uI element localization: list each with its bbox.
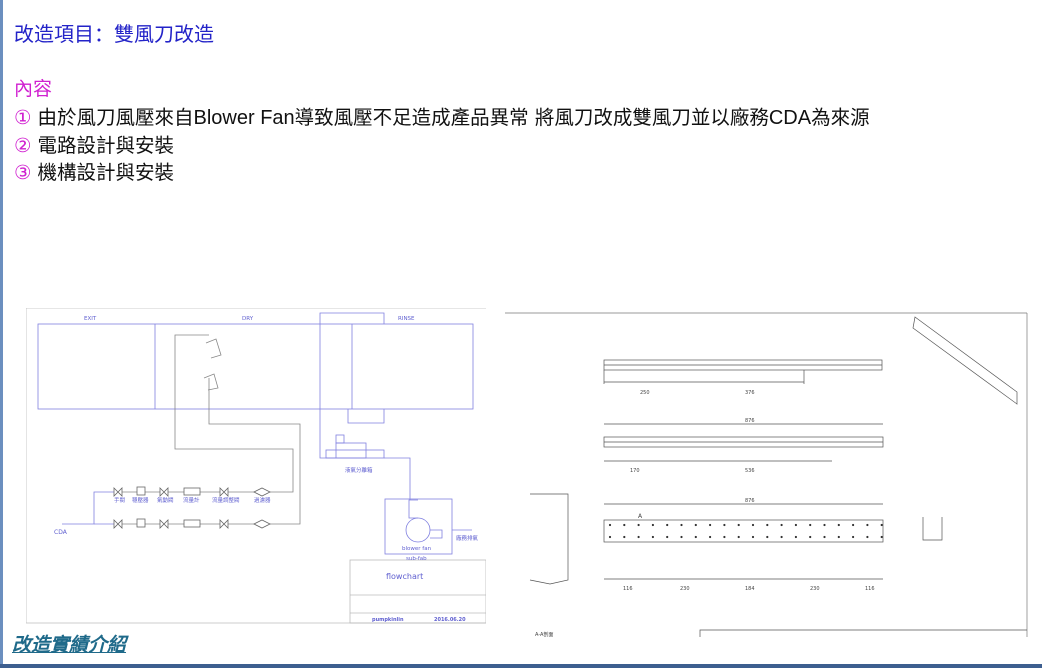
hole-mark [766, 523, 769, 527]
hole-mark [837, 535, 840, 539]
hole-mark [694, 523, 697, 527]
hole-mark [737, 523, 740, 527]
title-block-text: flowchart [386, 572, 423, 581]
hole-mark [666, 523, 669, 527]
hole-mark [852, 535, 855, 539]
dimension-label: 376 [745, 390, 755, 396]
hole-mark [794, 523, 797, 527]
page-title: 改造項目：雙風刀改造 [14, 22, 214, 46]
achievements-link[interactable]: 改造實績介紹 [12, 634, 127, 656]
hole-mark [709, 523, 712, 527]
hole-mark [780, 535, 783, 539]
hole-mark [608, 535, 612, 539]
valve-label: 氣動閥 [157, 496, 174, 504]
hole-mark [680, 535, 683, 539]
author-text: pumpkinlin [372, 617, 404, 623]
zone-label: EXIT [84, 316, 97, 322]
item-text: 電路設計與安裝 [37, 134, 174, 157]
dimension-label: 250 [640, 390, 650, 396]
item-text: 機構設計與安裝 [37, 161, 174, 184]
hole-mark [809, 523, 812, 527]
dimension-label: 230 [680, 586, 690, 592]
dimension-label: 230 [810, 586, 820, 592]
hole-mark [780, 523, 783, 527]
item-text: 由於風刀風壓來自 [37, 106, 194, 129]
left-border [0, 0, 3, 668]
section-view-label: A-A剖面 [535, 631, 553, 638]
cda-label: CDA [54, 529, 68, 536]
fan-label: blower fan [402, 546, 432, 552]
hole-mark [694, 535, 697, 539]
hole-mark [751, 523, 755, 527]
hole-mark [709, 535, 712, 539]
hole-mark [666, 535, 669, 539]
hole-mark [823, 523, 826, 527]
section-mark: A [638, 513, 643, 520]
section-label: 內容 [14, 78, 53, 100]
dimension-label: 184 [745, 586, 755, 592]
item-number: ③ [14, 161, 32, 184]
item-number: ① [14, 106, 32, 129]
hole-mark [866, 535, 869, 539]
item-text: 導致風壓不足造成產品異常 將風刀改成雙風刀並以廠務 [294, 106, 769, 129]
zone-label: RINSE [398, 316, 415, 322]
date-text: 2016.06.20 [434, 617, 466, 623]
hole-mark [608, 523, 612, 527]
dimension-label: 876 [745, 498, 755, 504]
valve-label: 流量計 [183, 496, 200, 504]
bottom-border [0, 664, 1042, 668]
hole-mark [637, 535, 640, 539]
hole-mark [623, 523, 626, 527]
hole-mark [723, 523, 726, 527]
subfab-label: sub-fab [406, 556, 427, 562]
hole-mark [637, 523, 640, 527]
hole-mark [837, 523, 840, 527]
hole-mark [766, 535, 769, 539]
item-number: ② [14, 134, 32, 157]
hole-mark [852, 523, 855, 527]
mechanical-drawing-image: 250 376 876 170 536 876 116 230 184 230 … [505, 312, 1031, 640]
hole-mark [794, 535, 797, 539]
valve-label: 手閥 [114, 496, 126, 504]
flowchart-image: EXIT DRY RINSE CDA 手閥 穩壓器 氣動閥 流量計 流量調整閥 … [25, 307, 487, 626]
item-text: CDA [768, 107, 812, 129]
dimension-label: 170 [630, 468, 640, 474]
valve-label: 流量調整閥 [212, 496, 240, 504]
valve-label: 過濾器 [254, 496, 271, 504]
hole-mark [809, 535, 812, 539]
zone-label: DRY [242, 316, 254, 322]
hole-mark [723, 535, 726, 539]
hole-mark [737, 535, 740, 539]
valve-label: 穩壓器 [132, 496, 149, 504]
hole-mark [823, 535, 826, 539]
dimension-label: 876 [745, 418, 755, 424]
hole-mark [880, 535, 883, 539]
hole-mark [651, 535, 654, 539]
hole-mark [623, 535, 626, 539]
hole-mark [866, 523, 869, 527]
hole-mark [880, 523, 883, 527]
hole-mark [680, 523, 683, 527]
item-text: Blower Fan [193, 107, 295, 129]
dimension-label: 116 [865, 586, 875, 592]
exhaust-label: 廠務排氣 [456, 534, 479, 542]
dimension-label: 116 [623, 586, 633, 592]
hole-mark [651, 523, 654, 527]
dimension-label: 536 [745, 468, 755, 474]
valve-row [113, 486, 271, 529]
separator-label: 液氣分離箱 [345, 466, 373, 474]
hole-mark [751, 535, 755, 539]
item-text: 為來源 [811, 106, 870, 129]
